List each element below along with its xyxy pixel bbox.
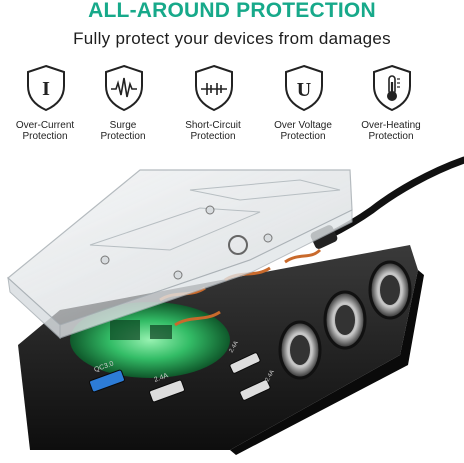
feature-over-heating: Over-Heating Protection xyxy=(346,60,436,144)
feature-label-line1: Over Voltage xyxy=(274,120,332,131)
feature-surge: Surge Protection xyxy=(78,60,168,144)
feature-label-line2: Protection xyxy=(190,131,236,142)
feature-label-line2: Protection xyxy=(280,131,326,142)
pcb-chip xyxy=(150,325,172,339)
transparent-lid xyxy=(7,169,353,340)
svg-text:U: U xyxy=(297,79,311,101)
over-voltage-shield-icon: U xyxy=(285,64,323,112)
usb-port-qc xyxy=(89,369,125,393)
socket-core xyxy=(290,335,310,365)
port-label: 2.4A xyxy=(153,372,169,384)
feature-label: Short-Circuit Protection xyxy=(168,120,258,142)
feature-label-line1: Short-Circuit xyxy=(185,120,241,131)
screw xyxy=(173,270,183,280)
feature-label: Over-Current Protection xyxy=(0,120,90,142)
usb-port xyxy=(239,379,271,401)
usb-port xyxy=(229,352,261,374)
pcb-chip xyxy=(110,320,140,340)
surge-shield-icon xyxy=(105,64,143,112)
feature-label-line1: Surge xyxy=(109,120,137,131)
feature-row: I Over-Current Protection Surge Protecti… xyxy=(0,60,464,144)
short-circuit-shield-icon xyxy=(195,64,233,112)
feature-label: Over-Heating Protection xyxy=(346,120,436,142)
screw xyxy=(263,233,273,243)
lid-screws xyxy=(100,205,273,280)
feature-label-line2: Protection xyxy=(368,131,414,142)
feature-short-circuit: Short-Circuit Protection xyxy=(168,60,258,144)
screw xyxy=(205,205,215,215)
subheadline: Fully protect your devices from damages xyxy=(73,29,391,48)
headline: ALL-AROUND PROTECTION xyxy=(88,0,376,22)
feature-over-voltage: U Over Voltage Protection xyxy=(258,60,348,144)
feature-label: Over Voltage Protection xyxy=(258,120,348,142)
svg-text:I: I xyxy=(42,78,50,100)
usb-port xyxy=(149,379,185,403)
port-label: 2.4A xyxy=(265,369,276,383)
socket-core xyxy=(380,275,400,305)
feature-label-line2: Protection xyxy=(100,131,146,142)
feature-label: Surge Protection xyxy=(78,120,168,142)
feature-label-line2: Protection xyxy=(22,131,68,142)
feature-over-current: I Over-Current Protection xyxy=(0,60,90,144)
lid-button-hole xyxy=(228,235,248,255)
usb-ports: QC3.0 2.4A 2.4A 2.4A xyxy=(89,340,276,403)
feature-label-line1: Over-Current xyxy=(15,120,75,131)
power-cable xyxy=(324,156,464,240)
socket-row xyxy=(278,260,412,380)
feature-label-line1: Over-Heating xyxy=(361,120,421,131)
car-charger-splitter-illustration: QC3.0 2.4A 2.4A 2.4A xyxy=(7,156,464,455)
over-current-shield-icon: I xyxy=(27,64,65,112)
port-label: 2.4A xyxy=(229,340,240,354)
socket-core xyxy=(335,305,355,335)
screw xyxy=(100,255,110,265)
over-heating-shield-icon xyxy=(373,64,411,112)
